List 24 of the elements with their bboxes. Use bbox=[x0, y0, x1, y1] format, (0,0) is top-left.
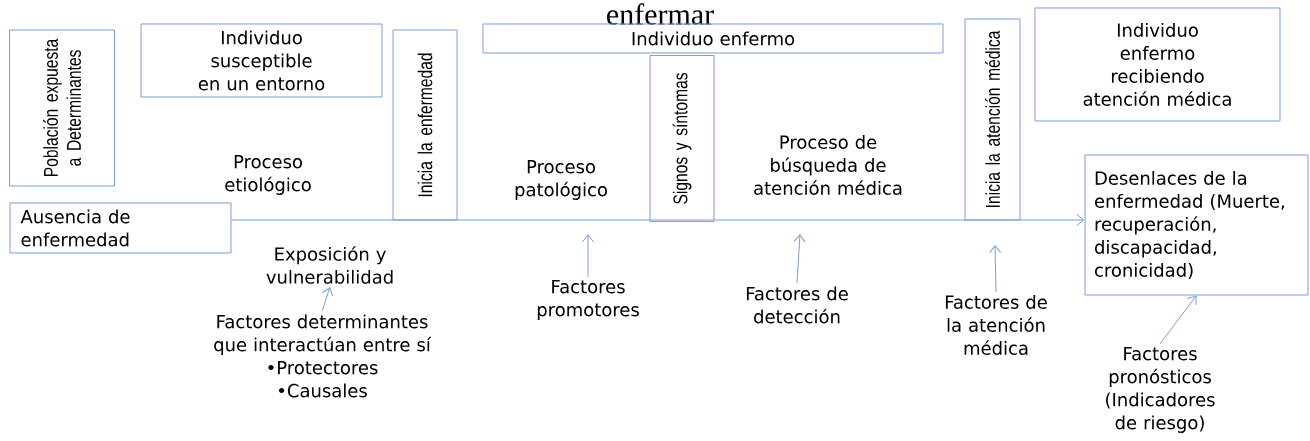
factor-text: Factores de detección bbox=[746, 286, 848, 324]
arrow bbox=[1159, 295, 1197, 345]
title: enfermar bbox=[607, 3, 714, 25]
rotated-label-box: Población expuesta a Determinantes bbox=[9, 29, 115, 187]
text-box: Individuo susceptible en un entorno bbox=[140, 23, 383, 98]
arrow bbox=[793, 234, 806, 284]
factor-text: Exposición y vulnerabilidad bbox=[266, 246, 393, 284]
process-label: Proceso etiológico bbox=[225, 155, 311, 195]
text-box: Individuo enfermo recibiendo atención médica bbox=[1034, 7, 1281, 122]
rotated-label-box: Inicia la enfermedad bbox=[392, 29, 458, 221]
text-box: Desenlaces de la enfermedad (Muerte, recuperación, discapacidad, cronicidad) bbox=[1084, 154, 1309, 296]
factor-text: Factores de la atención médica bbox=[945, 295, 1047, 355]
arrow bbox=[989, 245, 1002, 293]
process-label: Proceso de búsqueda de atención médica bbox=[754, 135, 902, 195]
factor-text: Factores pronósticos (Indicadores de riesgo) bbox=[1106, 347, 1215, 433]
factor-text: Factores determinantes que interactúan entre sí •Protectores •Causales bbox=[214, 314, 432, 398]
text-box: Ausencia de enfermedad bbox=[9, 202, 232, 254]
arrow bbox=[582, 234, 594, 278]
arrow bbox=[321, 287, 334, 312]
factor-text: Factores promotores bbox=[537, 280, 639, 320]
timeline-arrow bbox=[231, 214, 1085, 226]
process-label: Proceso patológico bbox=[515, 160, 607, 200]
rotated-label-box: Signos y síntomas bbox=[649, 55, 715, 222]
rotated-label-box: Inicia la atención médica bbox=[964, 18, 1021, 221]
